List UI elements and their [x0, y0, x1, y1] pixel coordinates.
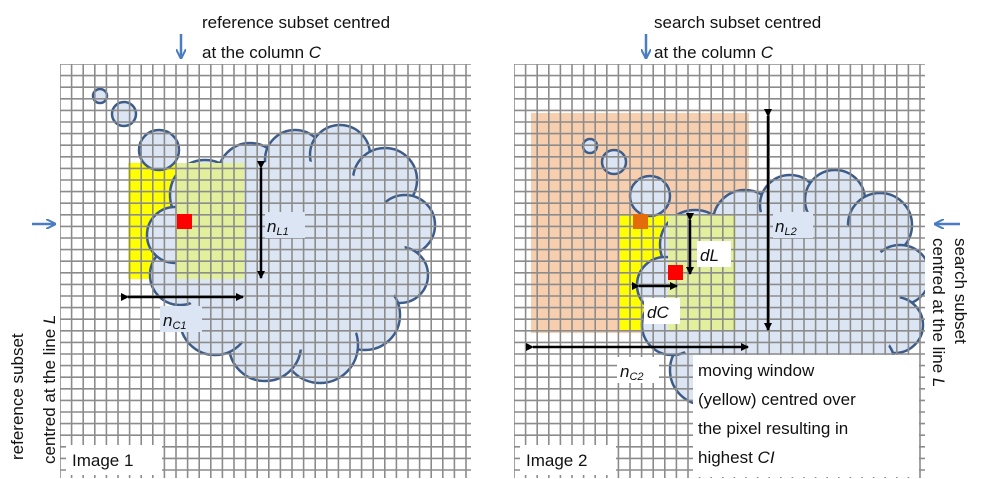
top-annotation-2-line2: at the column C — [654, 43, 774, 62]
top-annotation-1-line2: at the column C — [202, 43, 322, 62]
width-label-2: nC2 — [620, 362, 644, 383]
image-label-2: Image 2 — [526, 451, 587, 470]
height-label-1: nL1 — [267, 217, 289, 238]
side-annotation-1-line2: centred at the line L — [40, 315, 59, 464]
best-match-pixel — [668, 265, 683, 280]
height-label-2: nL2 — [775, 217, 797, 238]
original-centre-pixel — [633, 214, 648, 229]
width-label-1: nC1 — [163, 311, 187, 332]
top-annotation-2: search subset centred — [654, 13, 821, 32]
side-annotation-2: search subset — [951, 238, 970, 344]
side-annotation-2-line2: centred at the line L — [929, 238, 948, 387]
side-annotation-1: reference subset — [8, 333, 27, 460]
dl-label: dL — [700, 246, 719, 265]
image-label-1: Image 1 — [72, 451, 133, 470]
top-annotation-1: reference subset centred — [202, 13, 390, 32]
callout-line2: (yellow) centred over — [698, 390, 856, 409]
image2-panel: nL2 dL dC nC2 Image 2 moving window (yel… — [514, 64, 925, 478]
callout-line4: highest CI — [698, 448, 775, 467]
callout-line1: moving window — [698, 361, 815, 380]
bubble-large-1 — [137, 128, 181, 172]
image1-panel: nL1 nC1 Image 1 — [60, 64, 471, 478]
dc-label: dC — [647, 303, 669, 322]
pixel-grid-2 — [514, 64, 925, 478]
reference-centre-pixel — [177, 214, 192, 229]
bubble-medium-2 — [600, 148, 628, 176]
callout-line3: the pixel resulting in — [698, 419, 848, 438]
callout-box — [693, 355, 919, 477]
